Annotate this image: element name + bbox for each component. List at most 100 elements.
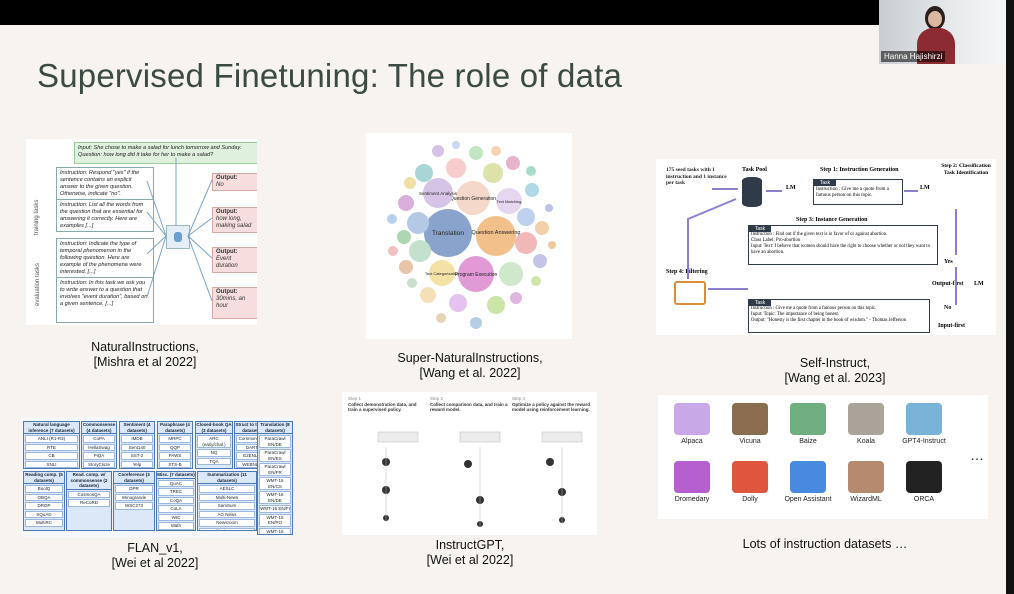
flan-dataset: WSC273 (115, 502, 153, 510)
si-yes: Yes (944, 259, 953, 265)
si-task-box-1: Task Instruction : Give me a quote from … (813, 179, 903, 205)
flan-dataset: STS-B (159, 460, 191, 468)
ni-output-2: Output:how long, making salad (212, 207, 257, 233)
bubble-label: Translation (432, 230, 464, 237)
slide: Supervised Finetuning: The role of data … (0, 25, 1006, 594)
flan-dataset: ParaCrawl EN/DE (259, 435, 291, 448)
ig-step-title: Collect comparison data, and train a rew… (430, 401, 508, 413)
si-task-tag: Task (749, 226, 771, 232)
dataset-label: Koala (857, 438, 875, 445)
flan-dataset: AG News (199, 510, 255, 518)
si-task1-text: Instruction : Give me a quote from a fam… (816, 187, 889, 198)
si-step3: Step 3: Instance Generation (796, 217, 868, 223)
ni-instruction-1: Instruction: Respond "yes" if the senten… (56, 167, 154, 200)
flan-cluster-title: Paraphrase (4 datasets) (158, 422, 192, 434)
ig-step-head: Step 1 (348, 396, 362, 401)
flan-dataset: AESLC (199, 485, 255, 493)
si-step1: Step 1: Instruction Generation (820, 167, 899, 173)
flan-cluster-title: Struct to text (4 datasets) (235, 422, 269, 434)
flan-dataset: TREC (158, 488, 194, 496)
flan-dataset: Multi-News (199, 493, 255, 501)
flan-cluster-title: Read. comp. w/ commonsense (2 datasets) (67, 472, 111, 490)
dataset-logo-icon (848, 403, 884, 435)
flan-cluster-title: Commonsense (4 datasets) (82, 422, 116, 434)
dataset-label: Dolly (742, 496, 758, 503)
slide-title: Supervised Finetuning: The role of data (37, 57, 623, 94)
flan-cluster-title: Closed-book QA (3 datasets) (196, 422, 232, 434)
dataset-item: Alpaca (662, 403, 722, 445)
flan-dataset: NQ (197, 449, 231, 457)
si-task2-line: Input: Text: I believe that women should… (751, 244, 931, 255)
si-step4: Step 4: Filtering (666, 269, 708, 275)
flan-dataset: MRPC (159, 435, 191, 443)
flan-dataset: StoryCloze (83, 460, 115, 468)
flan-dataset: CoQA (158, 496, 194, 504)
si-task3-line: Output: "Honesty is the first chapter in… (751, 318, 907, 323)
flan-dataset: OBQA (25, 493, 63, 501)
ig-step-title: Optimize a policy against the reward mod… (512, 401, 591, 413)
dataset-logo-icon (732, 403, 768, 435)
dataset-logo-icon (674, 403, 710, 435)
dataset-item: Dromedary (662, 461, 722, 503)
ig-step-2: Step 2 Collect comparison data, and trai… (430, 396, 508, 413)
ni-output-1: Output:No (212, 173, 257, 191)
si-task2-line: Class Label: Pro-abortion (751, 238, 801, 243)
flan-dataset: TQA (197, 457, 231, 465)
flan-cluster: Read. comp. w/ commonsense (2 datasets)C… (66, 471, 112, 531)
datasets-more: … (970, 447, 984, 463)
flan-dataset: CoLA (158, 505, 194, 513)
si-task2-line: Instruction : Find out if the given text… (751, 232, 888, 237)
ni-output-3: Output:Event duration (212, 247, 257, 273)
ig-diagram (377, 431, 583, 527)
flan-dataset: Winogrande (115, 493, 153, 501)
flan-cluster-title: Summarization (11 datasets) (198, 472, 256, 484)
dataset-item: Open Assistant (778, 461, 838, 503)
flan-cluster-title: Natural language inference (7 datasets) (24, 422, 79, 434)
flan-cluster-title: Misc. (7 datasets) (157, 472, 195, 479)
ni-model-icon (166, 225, 190, 249)
flan-dataset: SNLI (25, 460, 78, 468)
ig-step-3: Step 3 Optimize a policy against the rew… (512, 396, 592, 413)
flan-dataset: SamSum (199, 502, 255, 510)
ni-instruction-2: Instruction: List all the words from the… (56, 199, 154, 232)
bubble-label: Text Categorization (425, 271, 459, 276)
dataset-logo-icon (790, 461, 826, 493)
dataset-logo-icon (848, 461, 884, 493)
bubble-label: Question Generation (450, 196, 496, 202)
flan-dataset: CoPA (83, 435, 115, 443)
self-instruct-figure: 175 seed tasks with 1 instruction and 1 … (656, 159, 996, 335)
flan-dataset: WMT-16 EN/FI (259, 505, 291, 513)
si-task-pool-icon (742, 177, 762, 207)
flan-dataset: CB (25, 452, 78, 460)
ig-step-head: Step 3 (512, 396, 526, 401)
dataset-label: Dromedary (674, 496, 710, 503)
flan-dataset: SST-2 (121, 452, 153, 460)
flan-cluster-title: Reading comp. (5 datasets) (24, 472, 64, 484)
flan-caption: FLAN_v1,[Wei et al 2022] (111, 541, 199, 570)
si-seed: 175 seed tasks with 1 instruction and 1 … (666, 167, 727, 186)
flan-dataset: Newsroom (199, 519, 255, 527)
si-caption: Self-Instruct,[Wang et al. 2023] (784, 356, 886, 385)
flan-cluster: Natural language inference (7 datasets)A… (23, 421, 80, 469)
si-lm-label-1: LM (786, 185, 796, 191)
dataset-item: Koala (836, 403, 896, 445)
flan-dataset: CosmosQA (68, 490, 110, 498)
flan-dataset: DPR (115, 485, 153, 493)
flan-dataset: Sent140 (121, 443, 153, 451)
si-lm-label-3: LM (974, 281, 984, 287)
si-task-tag: Task (814, 180, 836, 186)
dataset-logo-icon (906, 403, 942, 435)
flan-dataset: QQP (159, 443, 191, 451)
dataset-label: Baize (799, 438, 817, 445)
dataset-logo-icon (790, 403, 826, 435)
ig-step-1: Step 1 Collect demonstration data, and t… (348, 396, 426, 413)
flan-dataset: DROP (25, 502, 63, 510)
bubble-label: Question Answering (472, 230, 521, 236)
flan-dataset: WMT-16 EN/RU (259, 527, 291, 534)
flan-dataset: ReCoRD (68, 499, 110, 507)
